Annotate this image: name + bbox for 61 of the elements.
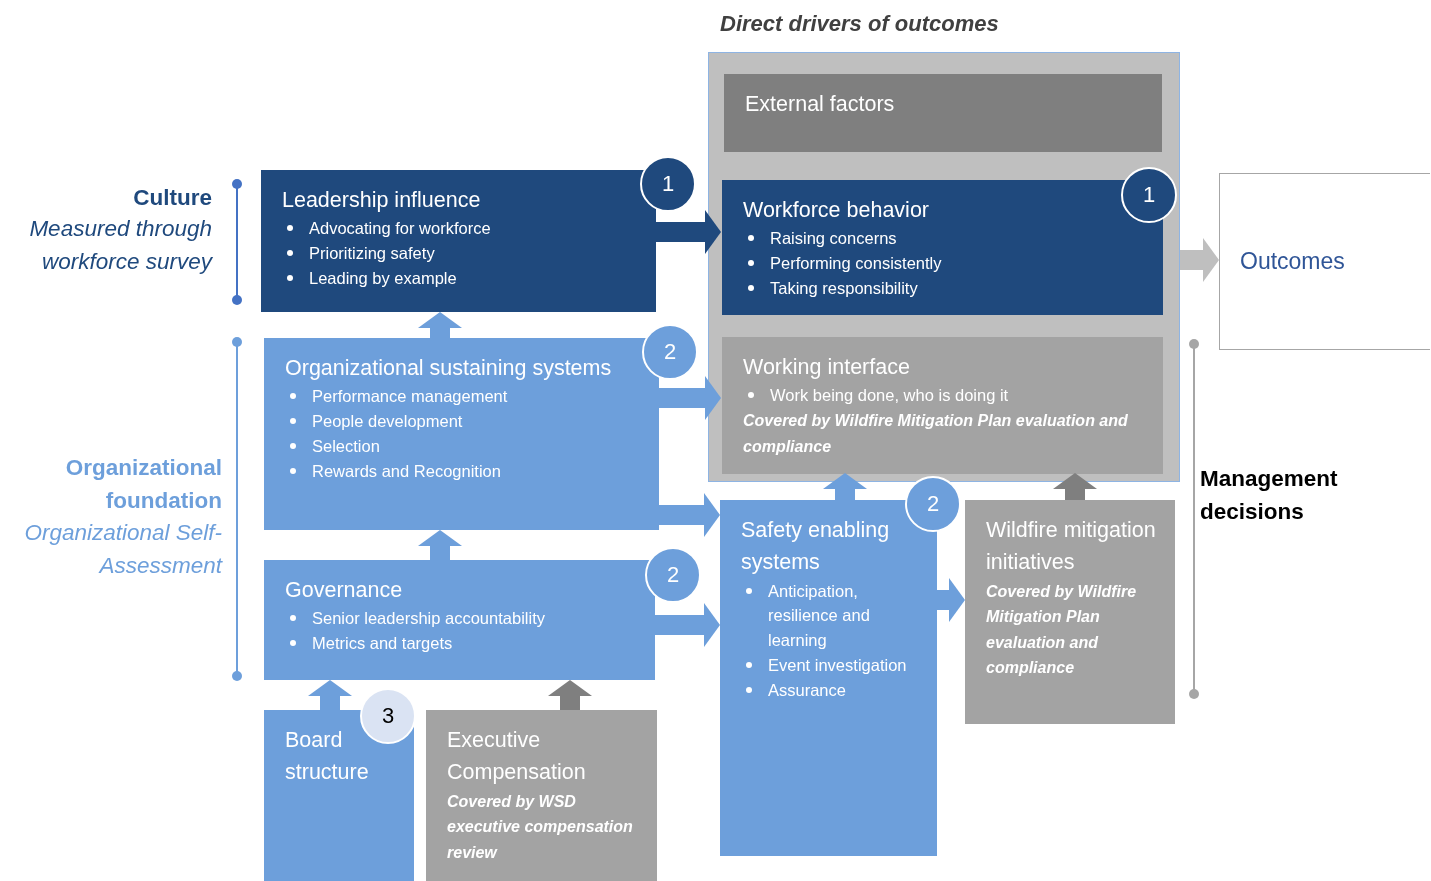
bullet-text: Raising concerns (770, 228, 897, 250)
block-arrow (659, 376, 721, 420)
number-badge: 2 (642, 324, 698, 380)
block-arrow (1180, 238, 1219, 282)
note-text: Covered by Wildfire Mitigation Plan evaluation and compliance (743, 411, 1129, 457)
process-box (261, 170, 656, 312)
block-arrow (548, 680, 592, 710)
box-heading: Organizational sustaining systems (285, 355, 613, 382)
block-arrow (656, 210, 721, 254)
bullet-text: Performing consistently (770, 253, 942, 274)
box-heading: Governance (285, 577, 404, 604)
block-arrow (418, 312, 462, 338)
bullet-text: People development (312, 411, 463, 432)
number-badge: 1 (1121, 167, 1177, 223)
box-heading: Workforce behavior (743, 197, 930, 224)
process-box (264, 710, 414, 881)
block-arrow (937, 578, 965, 622)
box-heading: Outcomes (1240, 247, 1345, 277)
bullet-text: Performance management (312, 386, 508, 408)
bullet-text: Work being done, who is doing it (770, 385, 1009, 407)
box-heading: Wildfire mitigation initiatives (986, 517, 1157, 577)
process-box (1219, 173, 1430, 350)
bullet-text: Metrics and targets (312, 633, 453, 654)
bullet-text: Leading by example (309, 267, 457, 289)
process-box (722, 337, 1163, 474)
side-label: Management decisions (1200, 465, 1339, 526)
box-heading: Safety enabling systems (741, 517, 891, 577)
side-label: Organizational foundation (64, 454, 222, 515)
bullet-text: Senior leadership accountability (312, 608, 545, 630)
process-box (724, 74, 1162, 152)
number-badge: 2 (645, 547, 701, 603)
process-box (264, 338, 659, 530)
note-text: Covered by WSD executive compensation review (447, 791, 634, 863)
number-badge: 3 (360, 688, 416, 744)
bullet-text: Taking responsibility (770, 277, 918, 299)
block-arrow (659, 493, 720, 537)
box-heading: Leadership influence (282, 187, 482, 214)
block-arrow (1053, 473, 1097, 500)
side-label: Measured through workforce survey (28, 215, 212, 276)
bullet-text: Prioritizing safety (309, 243, 435, 264)
bullet-text: Rewards and Recognition (312, 460, 501, 482)
process-box (722, 180, 1163, 315)
bullet-text: Advocating for workforce (309, 218, 491, 240)
block-arrow (418, 530, 462, 560)
number-badge: 1 (640, 156, 696, 212)
process-box (965, 500, 1175, 724)
bullet-text: Event investigation (768, 654, 907, 676)
note-text: Covered by Wildfire Mitigation Plan evaluation and compliance (986, 581, 1138, 679)
bullet-text: Anticipation, resilience and learning (768, 580, 871, 651)
process-box (426, 710, 657, 881)
bullet-text: Assurance (768, 679, 846, 701)
side-label: Culture (132, 184, 212, 212)
side-label: Organizational Self-Assessment (23, 519, 222, 580)
block-arrow (823, 473, 867, 500)
box-heading: External factors (745, 91, 896, 118)
block-arrow (308, 680, 352, 710)
group-heading: Direct drivers of outcomes (720, 11, 999, 37)
box-heading: Working interface (743, 354, 911, 381)
process-box (264, 560, 655, 680)
box-heading: Executive Compensation (447, 727, 587, 787)
bullet-text: Selection (312, 435, 380, 457)
